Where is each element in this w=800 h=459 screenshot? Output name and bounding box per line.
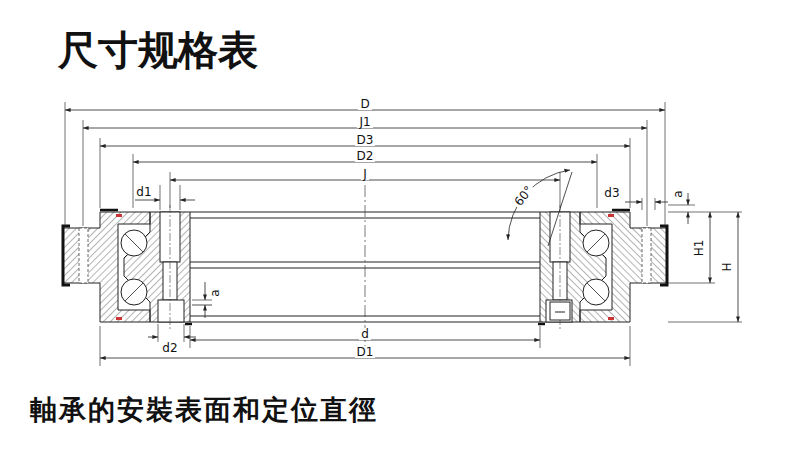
dimension-label: H1 <box>693 238 705 259</box>
caption: 軸承的安裝表面和定位直徑 <box>30 396 378 423</box>
dimension-label: 60° <box>511 182 536 209</box>
dimension-lines <box>65 110 738 358</box>
extension-lines <box>65 102 742 366</box>
dimension-label: d2 <box>160 342 179 354</box>
dimension-label: J1 <box>357 116 372 128</box>
dimension-label: D1 <box>355 346 376 358</box>
dimension-label: D3 <box>355 134 376 146</box>
center-line <box>365 185 366 350</box>
dimension-label: a <box>672 188 684 199</box>
dimension-label: D <box>358 98 371 110</box>
dimension-label: d1 <box>134 186 153 198</box>
screw-head <box>550 302 570 320</box>
dimension-label: D2 <box>355 150 376 162</box>
dimension-label: d <box>359 328 371 340</box>
dimension-label: H <box>721 260 733 273</box>
dimension-label: a <box>209 287 221 298</box>
dimension-label: d3 <box>602 187 621 199</box>
page-title: 尺寸规格表 <box>58 30 258 70</box>
left-section <box>63 205 192 330</box>
dimension-label: J <box>361 168 369 180</box>
right-section <box>538 205 667 330</box>
